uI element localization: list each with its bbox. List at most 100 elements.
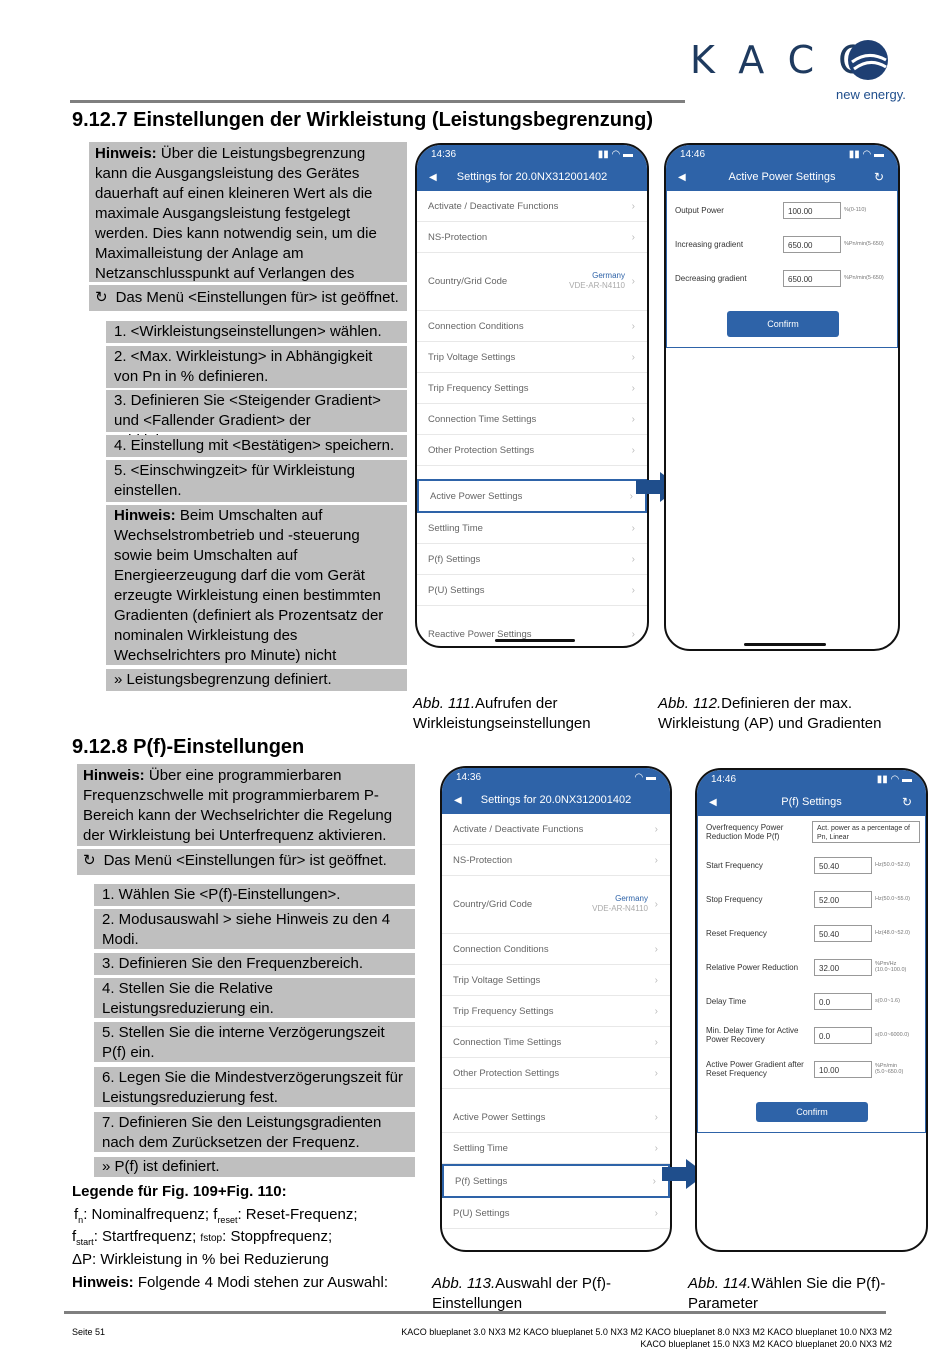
menu-item-pu[interactable]: P(U) Settings› bbox=[442, 1198, 670, 1229]
pf-step-7: 7. Definieren Sie den Leistungsgradiente… bbox=[94, 1112, 415, 1152]
page-number: Seite 51 bbox=[72, 1327, 106, 1337]
menu-item-active-power[interactable]: Active Power Settings› bbox=[417, 479, 647, 513]
chevron-right-icon: › bbox=[631, 584, 635, 596]
top-rule bbox=[70, 100, 685, 103]
chevron-right-icon: › bbox=[654, 1142, 658, 1154]
confirm-button[interactable]: Confirm bbox=[756, 1102, 868, 1122]
menu-item-trip-voltage[interactable]: Trip Voltage Settings› bbox=[417, 342, 647, 373]
note-text: Über die Leistungsbegrenzung kann die Au… bbox=[95, 145, 377, 302]
status-bar: 14:46▮▮ ◠ ▬ bbox=[666, 145, 898, 163]
app-title: Settings for 20.0NX312001402 bbox=[480, 794, 632, 806]
menu-item-other-protection[interactable]: Other Protection Settings› bbox=[417, 435, 647, 466]
menu-item-reactive[interactable]: Reactive Power Settings› bbox=[417, 619, 647, 646]
footer-rule bbox=[64, 1311, 886, 1314]
menu-item-ns-protection[interactable]: NS-Protection› bbox=[442, 845, 670, 876]
menu-item-ns-protection[interactable]: NS-Protection› bbox=[417, 222, 647, 253]
note2-label: Hinweis: bbox=[114, 507, 176, 524]
note-gradient: Hinweis: Beim Umschalten auf Wechselstro… bbox=[106, 505, 407, 684]
brand-tagline: new energy. bbox=[836, 87, 906, 102]
note-label: Hinweis: bbox=[83, 767, 145, 784]
footer-models: KACO blueplanet 3.0 NX3 M2 KACO blueplan… bbox=[380, 1326, 892, 1350]
step-1: 1. <Wirkleistungseinstellungen> wählen. bbox=[106, 321, 407, 343]
signal-icon: ◠ ▬ bbox=[634, 772, 656, 783]
legend-line-1: fn: Nominalfrequenz; freset: Reset-Frequ… bbox=[74, 1206, 358, 1225]
menu-item-other-protection[interactable]: Other Protection Settings› bbox=[442, 1058, 670, 1089]
chevron-right-icon: › bbox=[654, 1067, 658, 1079]
reset-frequency-input[interactable]: 50.40 bbox=[814, 924, 872, 942]
confirm-button[interactable]: Confirm bbox=[727, 311, 839, 337]
app-header: ◀ Settings for 20.0NX312001402 bbox=[442, 786, 670, 814]
phone-active-power: 14:46▮▮ ◠ ▬ ◀ Active Power Settings ↻ Outp… bbox=[664, 143, 900, 651]
brand-globe-icon bbox=[848, 40, 888, 80]
chevron-right-icon: › bbox=[654, 1207, 658, 1219]
menu-item-pf[interactable]: P(f) Settings› bbox=[442, 1164, 670, 1198]
min-delay-time-input[interactable]: 0.0 bbox=[814, 1026, 872, 1044]
refresh-icon[interactable]: ↻ bbox=[901, 795, 912, 809]
relative-power-reduction-input[interactable]: 32.00 bbox=[814, 958, 872, 976]
note-power-limit: Hinweis: Über die Leistungsbegrenzung ka… bbox=[89, 142, 407, 302]
back-icon[interactable]: ◀ bbox=[678, 171, 686, 183]
caption-fig-114: Abb. 114.Wählen Sie die P(f)-Parameter bbox=[688, 1275, 886, 1312]
status-bar: 14:46 ▮▮ ◠ ▬ bbox=[697, 770, 926, 788]
back-icon[interactable]: ◀ bbox=[454, 794, 462, 806]
menu-item-trip-frequency[interactable]: Trip Frequency Settings› bbox=[417, 373, 647, 404]
stop-frequency-input[interactable]: 52.00 bbox=[814, 890, 872, 908]
active-power-gradient-input[interactable]: 10.00 bbox=[814, 1060, 872, 1078]
country-value: Germany bbox=[592, 271, 625, 280]
chevron-right-icon: › bbox=[654, 1036, 658, 1048]
signal-icon: ▮▮ ◠ ▬ bbox=[876, 774, 912, 785]
output-power-input[interactable]: 100.00 bbox=[783, 201, 841, 219]
menu-item-connection[interactable]: Connection Conditions› bbox=[417, 311, 647, 342]
menu-item-pf[interactable]: P(f) Settings› bbox=[417, 544, 647, 575]
refresh-icon[interactable]: ↻ bbox=[873, 170, 884, 184]
menu-item-connection-time[interactable]: Connection Time Settings› bbox=[442, 1027, 670, 1058]
note-pf: Hinweis: Über eine programmierbaren Freq… bbox=[77, 764, 415, 846]
pf-form: Overfrequency Power Reduction Mode P(f)A… bbox=[697, 816, 926, 1133]
pf-step-6: 6. Legen Sie die Mindestverzögerungszeit… bbox=[94, 1067, 415, 1107]
menu-item-activate[interactable]: Activate / Deactivate Functions› bbox=[417, 191, 647, 222]
phone-settings-menu-2: 14:36◠ ▬ ◀ Settings for 20.0NX312001402 A… bbox=[440, 766, 672, 1252]
decreasing-gradient-input[interactable]: 650.00 bbox=[783, 269, 841, 287]
app-title: Active Power Settings bbox=[728, 171, 836, 183]
chevron-right-icon: › bbox=[631, 553, 635, 565]
chevron-right-icon: › bbox=[631, 444, 635, 456]
delay-time-input[interactable]: 0.0 bbox=[814, 992, 872, 1010]
home-indicator bbox=[495, 639, 575, 642]
menu-item-connection-time[interactable]: Connection Time Settings› bbox=[417, 404, 647, 435]
start-frequency-input[interactable]: 50.40 bbox=[814, 856, 872, 874]
step-4: 4. Einstellung mit <Bestätigen> speicher… bbox=[106, 435, 407, 457]
increasing-gradient-input[interactable]: 650.00 bbox=[783, 235, 841, 253]
menu-item-settling-time[interactable]: Settling Time› bbox=[442, 1133, 670, 1164]
signal-icon: ▮▮ ◠ ▬ bbox=[597, 149, 633, 160]
chevron-right-icon: › bbox=[654, 1111, 658, 1123]
mode-select[interactable]: Act. power as a percentage of Pn, Linear bbox=[812, 821, 920, 843]
menu-item-trip-frequency[interactable]: Trip Frequency Settings› bbox=[442, 996, 670, 1027]
legend-title: Legende für Fig. 109+Fig. 110: bbox=[72, 1183, 287, 1200]
pf-step-5: 5. Stellen Sie die interne Verzögerungsz… bbox=[94, 1022, 415, 1062]
home-indicator bbox=[744, 643, 826, 646]
precondition-2: ↻Das Menü <Einstellungen für> ist geöffn… bbox=[77, 849, 415, 875]
chevron-right-icon: › bbox=[631, 320, 635, 332]
menu-item-connection[interactable]: Connection Conditions› bbox=[442, 934, 670, 965]
menu-item-activate[interactable]: Activate / Deactivate Functions› bbox=[442, 814, 670, 845]
menu-item-pu[interactable]: P(U) Settings› bbox=[417, 575, 647, 606]
menu-item-trip-voltage[interactable]: Trip Voltage Settings› bbox=[442, 965, 670, 996]
back-icon[interactable]: ◀ bbox=[709, 796, 717, 808]
menu-item-active-power[interactable]: Active Power Settings› bbox=[442, 1102, 670, 1133]
menu-item-reactive[interactable]: Reactive Power Settings› bbox=[442, 1242, 670, 1250]
phone-pf-settings: 14:46▮▮ ◠ ▬ ◀P(f) Settings↻ Overfrequenc… bbox=[695, 768, 928, 1252]
app-header: ◀ Active Power Settings ↻ bbox=[666, 163, 898, 191]
status-time: 14:46 bbox=[711, 774, 737, 785]
back-icon[interactable]: ◀ bbox=[429, 171, 437, 183]
status-bar: 14:36◠ ▬ bbox=[442, 768, 670, 786]
menu-item-settling-time[interactable]: Settling Time› bbox=[417, 513, 647, 544]
chevron-right-icon: › bbox=[631, 382, 635, 394]
